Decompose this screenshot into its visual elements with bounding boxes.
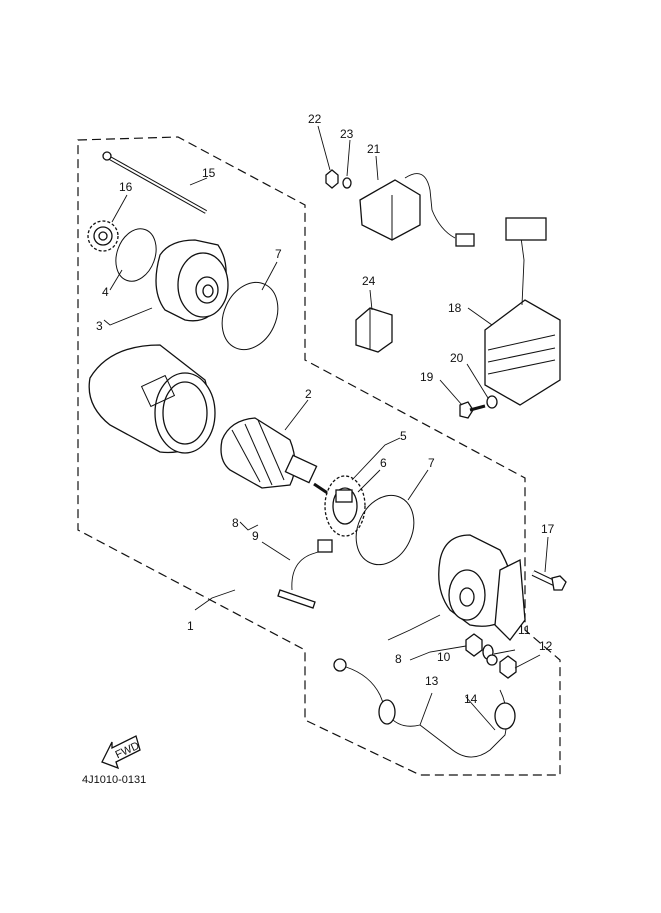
callout-10: 10 [437,650,451,664]
part-9-brush-lead [277,539,333,609]
callout-14: 14 [464,692,478,706]
callout-6: 6 [380,456,387,470]
part-23-washer [342,177,352,189]
part-13-14-lead-wire [333,654,516,758]
part-22-nut [325,169,339,189]
part-7-o-ring-lower [355,494,415,566]
part-8-rear-end-cover [438,534,526,641]
callout-7-upper: 7 [275,247,282,261]
part-20-washer [486,395,498,409]
fwd-label: FWD [114,740,142,761]
callout-16: 16 [119,180,133,194]
callout-22: 22 [308,112,322,126]
callout-17: 17 [541,522,555,536]
callout-15: 15 [202,166,216,180]
callout-23: 23 [340,127,354,141]
callout-8-lower: 8 [395,652,402,666]
part-2-armature [220,417,333,498]
callout-24: 24 [362,274,376,288]
part-12-nut [499,655,517,679]
callout-21: 21 [367,142,381,156]
callout-11: 11 [518,623,531,637]
part-16-sprocket [87,220,119,252]
part-17-bolt [531,570,567,591]
callout-13: 13 [425,674,439,688]
part-19-bolt [459,401,486,419]
part-4-o-ring [115,228,157,282]
callout-9: 9 [252,529,259,543]
part-18-rectifier-regulator [484,217,561,406]
part-10-nut [465,633,483,657]
assembly-boundary-dashed [77,136,561,776]
callout-2: 2 [305,387,312,401]
callout-7-lower: 7 [428,456,435,470]
drawing-code: 4J1010-0131 [82,774,146,786]
callout-8-upper: 8 [232,516,239,530]
callout-3: 3 [96,319,103,333]
motor-yoke-housing [88,344,216,454]
part-6-brush-holder-plate [324,475,366,537]
part-15-through-bolt [102,151,207,214]
part-24-small-relay [355,307,393,353]
callout-12: 12 [539,639,553,653]
callout-20: 20 [450,351,464,365]
callout-18: 18 [448,301,462,315]
callout-1: 1 [187,619,194,633]
part-21-relay [359,173,475,247]
leader-lines [103,125,549,731]
fwd-direction-arrow: FWD [101,735,142,770]
part-3-front-cover [155,239,229,322]
callout-19: 19 [420,370,434,384]
callout-5: 5 [400,429,407,443]
callout-4: 4 [102,285,109,299]
